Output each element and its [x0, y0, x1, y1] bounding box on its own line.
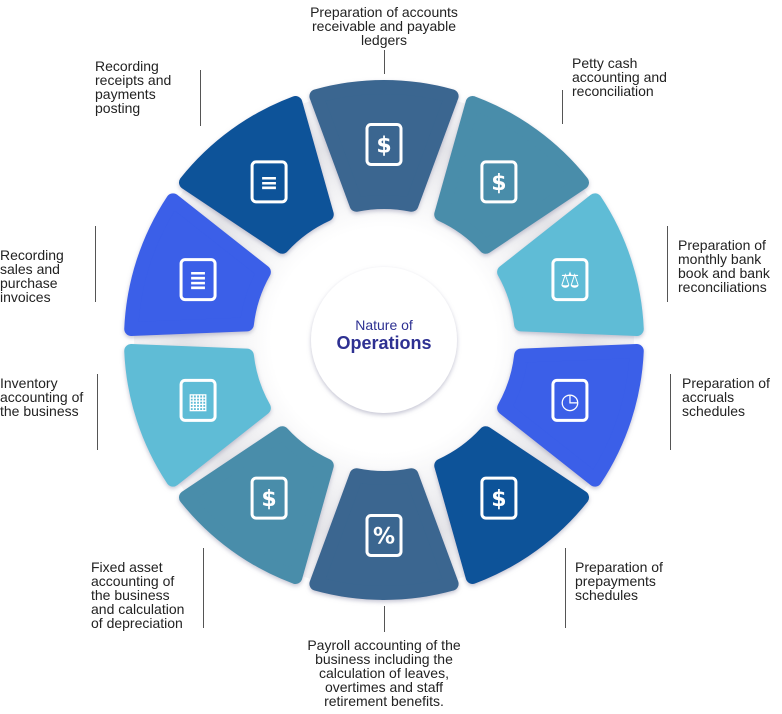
segment-0 [309, 80, 459, 212]
connector-1 [562, 90, 563, 124]
ledger-dollar-icon: $ [376, 134, 391, 159]
segment-1 [434, 96, 589, 254]
segment-8 [124, 193, 271, 336]
segment-6 [179, 426, 334, 584]
calendar-dollar-icon: $ [491, 487, 506, 512]
calendar-clock-icon: ◷ [560, 389, 579, 414]
segment-9 [179, 96, 334, 254]
label-sales-purchase-invoices: Recording sales and purchase invoices [0, 247, 64, 305]
receipt-icon: ≣ [189, 269, 207, 294]
label-petty-cash: Petty cash accounting and reconciliation [572, 55, 667, 99]
label-ar-ap-ledgers: Preparation of accounts receivable and p… [310, 4, 458, 48]
documents-icon: ≡ [260, 171, 278, 196]
connector-9 [200, 70, 201, 126]
label-receipts-payments: Recording receipts and payments posting [95, 58, 172, 116]
segment-5 [309, 468, 459, 600]
segment-3 [497, 344, 644, 487]
connector-3 [670, 374, 671, 450]
label-bank-reconciliation: Preparation of monthly bank book and ban… [678, 237, 770, 295]
stopwatch-percent-icon-frame [365, 514, 403, 557]
calendar-dollar-icon-frame [480, 476, 518, 520]
segment-2 [497, 193, 644, 336]
label-payroll: Payroll accounting of the business inclu… [307, 637, 461, 709]
label-accruals: Preparation of accruals schedules [682, 375, 770, 419]
connector-7 [97, 374, 98, 450]
banknote-icon-frame [480, 160, 518, 204]
label-fixed-assets: Fixed asset accounting of the business a… [91, 559, 185, 631]
calendar-clock-icon-frame [551, 378, 589, 422]
connector-8 [95, 226, 96, 302]
banknote-icon: $ [491, 171, 506, 196]
connector-5 [384, 606, 385, 632]
stopwatch-percent-icon: % [373, 525, 395, 550]
label-prepayments: Preparation of prepayments schedules [575, 559, 663, 603]
ledger-dollar-icon-frame [365, 123, 403, 166]
connector-0 [384, 50, 385, 74]
center-circle [311, 267, 457, 413]
inventory-checklist-icon: ▦ [188, 389, 209, 414]
connector-2 [667, 226, 668, 302]
documents-icon-frame [250, 160, 288, 204]
inventory-checklist-icon-frame [179, 378, 217, 422]
gold-bars-coin-icon: $ [261, 487, 276, 512]
balance-scale-icon: ⚖ [560, 269, 580, 294]
center-title-line1: Nature of [355, 317, 413, 333]
gold-bars-coin-icon-frame [250, 476, 288, 520]
center-title-line2: Operations [336, 333, 431, 353]
segment-4 [434, 426, 589, 584]
connector-6 [203, 548, 204, 628]
label-inventory: Inventory accounting of the business [0, 375, 84, 419]
balance-scale-icon-frame [551, 258, 589, 302]
receipt-icon-frame [179, 258, 217, 302]
segment-7 [124, 344, 271, 487]
connector-4 [565, 548, 566, 628]
